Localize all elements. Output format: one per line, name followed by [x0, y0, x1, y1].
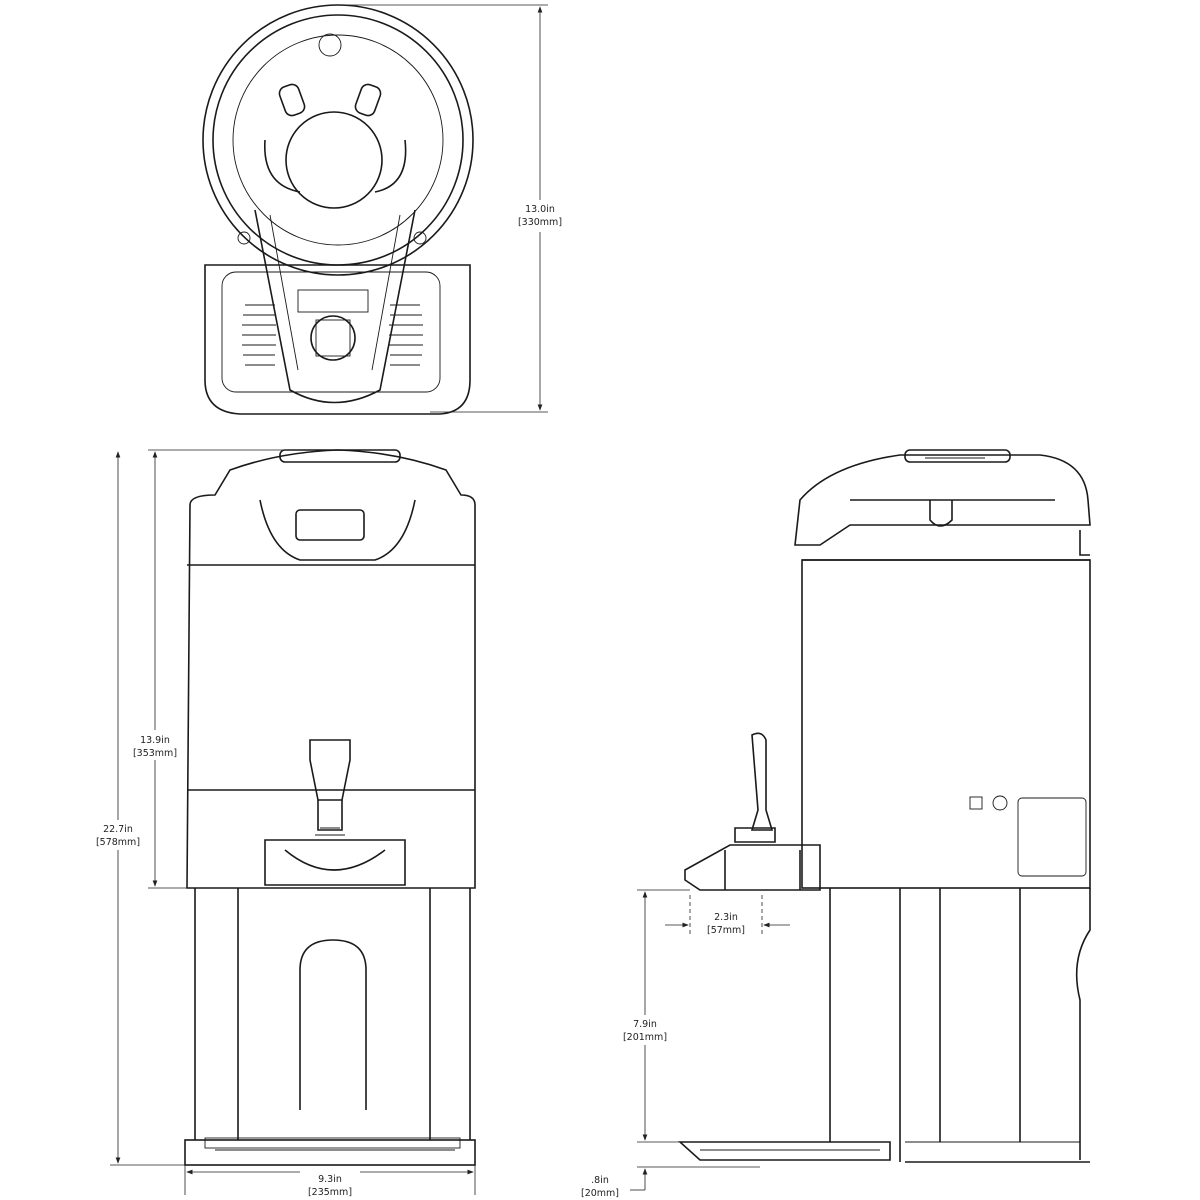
- dim-label-in: 13.0in: [525, 204, 555, 215]
- dim-clearance: 7.9in [201mm]: [623, 889, 760, 1168]
- vent-slots-right: [389, 304, 423, 366]
- dim-label-mm: [578mm]: [96, 837, 140, 848]
- dim-label-mm: [201mm]: [623, 1032, 667, 1043]
- dim-body-height: 13.9in [353mm]: [110, 449, 300, 1166]
- dim-label-in: 9.3in: [318, 1174, 342, 1185]
- dim-tap-offset: 2.3in [57mm]: [665, 895, 790, 936]
- side-view: [677, 449, 1091, 1163]
- dim-label-mm: [235mm]: [308, 1187, 352, 1198]
- dim-label-in: .8in: [591, 1175, 609, 1186]
- dim-label-in: 13.9in: [140, 735, 170, 746]
- dim-overall-height: 22.7in [578mm]: [96, 451, 140, 1164]
- dim-label-in: 7.9in: [633, 1019, 657, 1030]
- dim-width: 9.3in [235mm]: [184, 1165, 476, 1198]
- dim-base-height: .8in [20mm]: [581, 1168, 648, 1199]
- vent-slots-left: [242, 304, 276, 366]
- dim-label-in: 2.3in: [714, 912, 738, 923]
- dim-label-mm: [57mm]: [707, 925, 745, 936]
- front-view: [184, 449, 476, 1166]
- dim-label-mm: [330mm]: [518, 217, 562, 228]
- dim-label-mm: [353mm]: [133, 748, 177, 759]
- dim-label-mm: [20mm]: [581, 1188, 619, 1199]
- dim-top-height: 13.0in [330mm]: [345, 4, 562, 413]
- dim-label-in: 22.7in: [103, 824, 133, 835]
- top-view: [202, 4, 474, 415]
